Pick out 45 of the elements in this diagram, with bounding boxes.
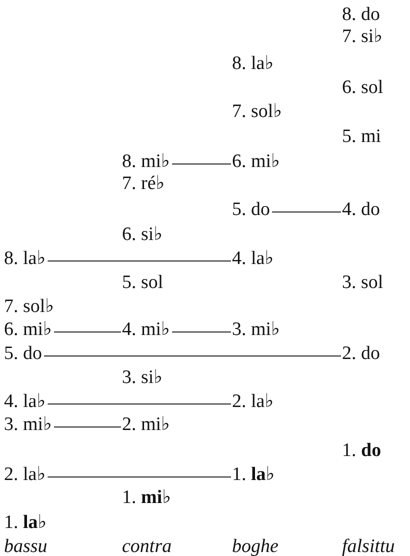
note-label: 5. do	[232, 199, 270, 221]
note-label: 1. la♭	[4, 512, 47, 534]
note-label: 1. la♭	[232, 464, 275, 486]
note-label: 8. la♭	[4, 248, 46, 270]
note-label: 8. la♭	[232, 53, 274, 75]
note-label: 8. mi♭	[122, 151, 170, 173]
note-label: 3. mi♭	[4, 414, 52, 436]
note-label: 6. mi♭	[4, 319, 52, 341]
voice-label: bassu	[4, 536, 48, 556]
connector-line	[48, 260, 231, 262]
note-label: 5. mi	[342, 126, 382, 148]
note-label: 6. mi♭	[232, 151, 280, 173]
note-label: 1. mi♭	[122, 487, 172, 509]
note-label: 5. do	[4, 343, 42, 365]
voice-label: boghe	[232, 536, 278, 556]
note-label: 2. la♭	[232, 391, 274, 413]
note-label: 8. do	[342, 4, 380, 26]
note-label: 7. si♭	[342, 26, 383, 48]
voice-label: falsittu	[342, 536, 395, 556]
note-label: 3. sol	[342, 272, 384, 294]
voice-label: contra	[122, 536, 172, 556]
note-label: 1. do	[342, 440, 382, 462]
note-label: 7. ré♭	[122, 173, 165, 195]
connector-line	[48, 403, 231, 405]
connector-line	[44, 355, 341, 357]
note-label: 4. mi♭	[122, 319, 170, 341]
note-label: 7. sol♭	[4, 296, 54, 318]
connector-line	[172, 163, 231, 165]
note-label: 6. si♭	[122, 224, 163, 246]
note-label: 4. do	[342, 199, 380, 221]
note-label: 4. la♭	[232, 248, 274, 270]
note-label: 4. la♭	[4, 391, 46, 413]
note-label: 2. la♭	[4, 464, 46, 486]
note-label: 7. sol♭	[232, 101, 282, 123]
note-label: 6. sol	[342, 77, 384, 99]
note-label: 2. do	[342, 343, 380, 365]
note-label: 2. mi♭	[122, 414, 170, 436]
note-label: 3. si♭	[122, 367, 163, 389]
connector-line	[48, 476, 231, 478]
connector-line	[54, 331, 121, 333]
connector-line	[54, 426, 121, 428]
connector-line	[172, 331, 231, 333]
note-label: 3. mi♭	[232, 319, 280, 341]
note-label: 5. sol	[122, 272, 164, 294]
connector-line	[272, 211, 341, 213]
